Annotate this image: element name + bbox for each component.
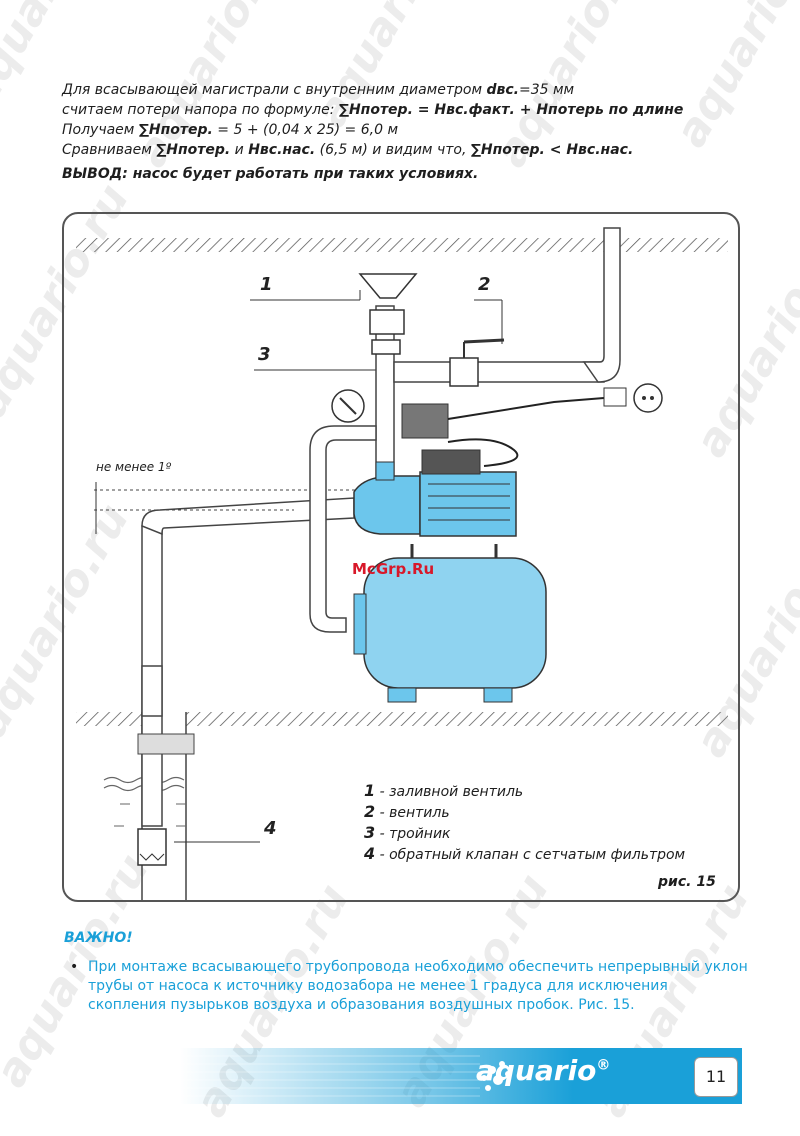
intro-paragraph: Для всасывающей магистрали с внутренним …	[62, 80, 762, 160]
legend-item: 4 - обратный клапан с сетчатым фильтром	[364, 844, 686, 863]
installation-diagram: 1 2 3 4	[62, 212, 740, 902]
ceiling-hatch	[76, 238, 728, 252]
intro-line-2: считаем потери напора по формуле: ∑Нпоте…	[62, 102, 684, 118]
mcgrp-watermark: McGrp.Ru	[352, 560, 435, 578]
footer-band	[180, 1048, 742, 1104]
pipe-bracket	[137, 733, 195, 755]
bullet-marker: •	[70, 959, 79, 975]
figure-caption: рис. 15	[658, 874, 716, 890]
aquario-brand: aquario®	[476, 1054, 611, 1087]
legend-item: 2 - вентиль	[364, 802, 450, 821]
slope-note: не менее 1º	[96, 460, 172, 474]
bypass-pipe	[309, 425, 377, 633]
intro-line-4: Сравниваем ∑Нпотер. и Нвс.нас. (6,5 м) и…	[62, 142, 634, 158]
diagram-legend: 1 - заливной вентиль 2 - вентиль 3 - тро…	[364, 781, 685, 865]
power-cable	[447, 397, 605, 420]
page-number: 11	[694, 1057, 738, 1097]
pressure-switch	[401, 403, 449, 439]
floor-hatch-right	[186, 712, 728, 726]
pump-motor	[419, 471, 517, 537]
pump-body	[353, 475, 421, 535]
legend-item: 3 - тройник	[364, 823, 451, 842]
shutoff-valve	[449, 357, 479, 387]
power-plug	[603, 387, 627, 407]
check-valve	[137, 828, 167, 866]
intro-line-1: Для всасывающей магистрали с внутренним …	[62, 82, 575, 98]
conclusion-text: ВЫВОД: насос будет работать при таких ус…	[62, 166, 479, 182]
intro-line-3: Получаем ∑Нпотер. = 5 + (0,04 х 25) = 6,…	[62, 122, 398, 138]
callout-3: 3	[258, 344, 271, 365]
important-heading: ВАЖНО!	[64, 930, 133, 946]
important-note: • При монтаже всасывающего трубопровода …	[70, 958, 750, 1015]
callout-2: 2	[478, 274, 491, 295]
legend-item: 1 - заливной вентиль	[364, 781, 524, 800]
floor-hatch	[76, 712, 142, 726]
aquario-logo-icon	[481, 1061, 511, 1091]
callout-4: 4	[264, 818, 277, 839]
diagram-drawing	[76, 227, 728, 900]
power-socket	[633, 383, 663, 413]
important-note-text: При монтаже всасывающего трубопровода не…	[88, 959, 748, 1013]
discharge-pipe	[393, 361, 605, 383]
callout-1: 1	[260, 274, 273, 295]
filler-funnel	[358, 273, 418, 299]
